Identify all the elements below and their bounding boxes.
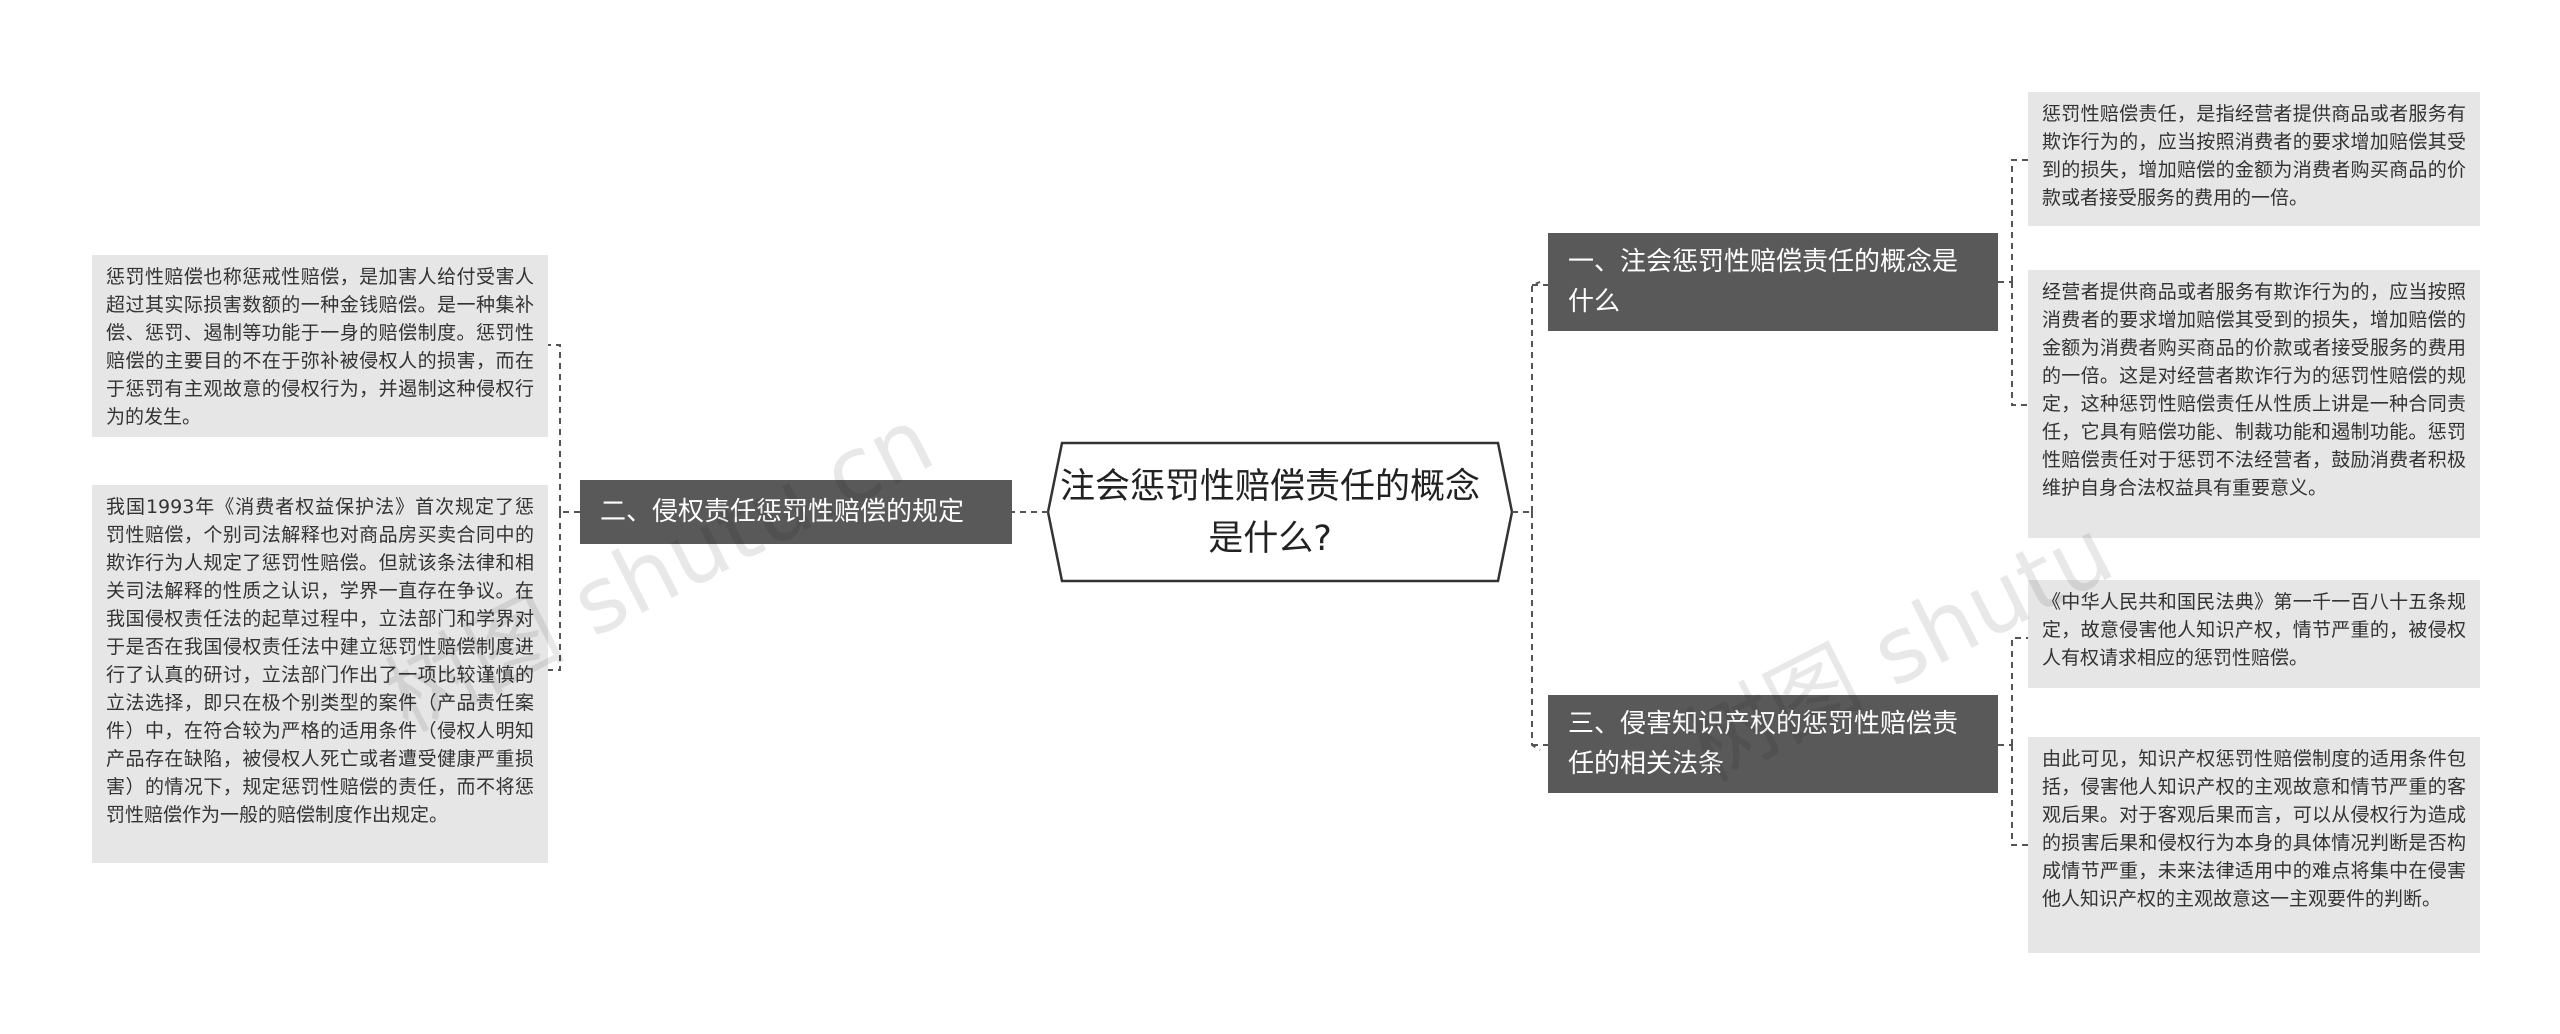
leaf-text: 惩罚性赔偿责任，是指经营者提供商品或者服务有欺诈行为的，应当按照消费者的要求增加… (2042, 103, 2466, 209)
branch-label: 三、侵害知识产权的惩罚性赔偿责任的相关法条 (1568, 709, 1959, 779)
branch-node-tort-rules[interactable]: 二、侵权责任惩罚性赔偿的规定 (580, 480, 1012, 544)
leaf-node-tort-definition[interactable]: 惩罚性赔偿也称惩戒性赔偿，是加害人给付受害人超过其实际损害数额的一种金钱赔偿。是… (92, 255, 548, 437)
branch-label: 二、侵权责任惩罚性赔偿的规定 (600, 497, 965, 527)
leaf-node-concept-explanation[interactable]: 经营者提供商品或者服务有欺诈行为的，应当按照消费者的要求增加赔偿其受到的损失，增… (2028, 270, 2480, 538)
leaf-node-ip-civil-code[interactable]: 《中华人民共和国民法典》第一千一百八十五条规定，故意侵害他人知识产权，情节严重的… (2028, 580, 2480, 688)
connectors (548, 159, 2028, 846)
leaf-text: 惩罚性赔偿也称惩戒性赔偿，是加害人给付受害人超过其实际损害数额的一种金钱赔偿。是… (106, 266, 534, 428)
branch-label: 一、注会惩罚性赔偿责任的概念是什么 (1568, 247, 1959, 317)
root-node-title[interactable]: 注会惩罚性赔偿责任的概念是什么? (1060, 466, 1481, 559)
leaf-text: 《中华人民共和国民法典》第一千一百八十五条规定，故意侵害他人知识产权，情节严重的… (2042, 591, 2466, 669)
leaf-text: 我国1993年《消费者权益保护法》首次规定了惩罚性赔偿，个别司法解释也对商品房买… (106, 496, 534, 826)
branch-node-concept[interactable]: 一、注会惩罚性赔偿责任的概念是什么 (1548, 233, 1998, 331)
leaf-text: 经营者提供商品或者服务有欺诈行为的，应当按照消费者的要求增加赔偿其受到的损失，增… (2042, 281, 2466, 499)
leaf-node-concept-definition[interactable]: 惩罚性赔偿责任，是指经营者提供商品或者服务有欺诈行为的，应当按照消费者的要求增加… (2028, 92, 2480, 226)
leaf-text: 由此可见，知识产权惩罚性赔偿制度的适用条件包括，侵害他人知识产权的主观故意和情节… (2042, 748, 2466, 910)
branch-node-ip-law[interactable]: 三、侵害知识产权的惩罚性赔偿责任的相关法条 (1548, 695, 1998, 793)
leaf-node-ip-analysis[interactable]: 由此可见，知识产权惩罚性赔偿制度的适用条件包括，侵害他人知识产权的主观故意和情节… (2028, 737, 2480, 953)
leaf-node-tort-history[interactable]: 我国1993年《消费者权益保护法》首次规定了惩罚性赔偿，个别司法解释也对商品房买… (92, 485, 548, 863)
